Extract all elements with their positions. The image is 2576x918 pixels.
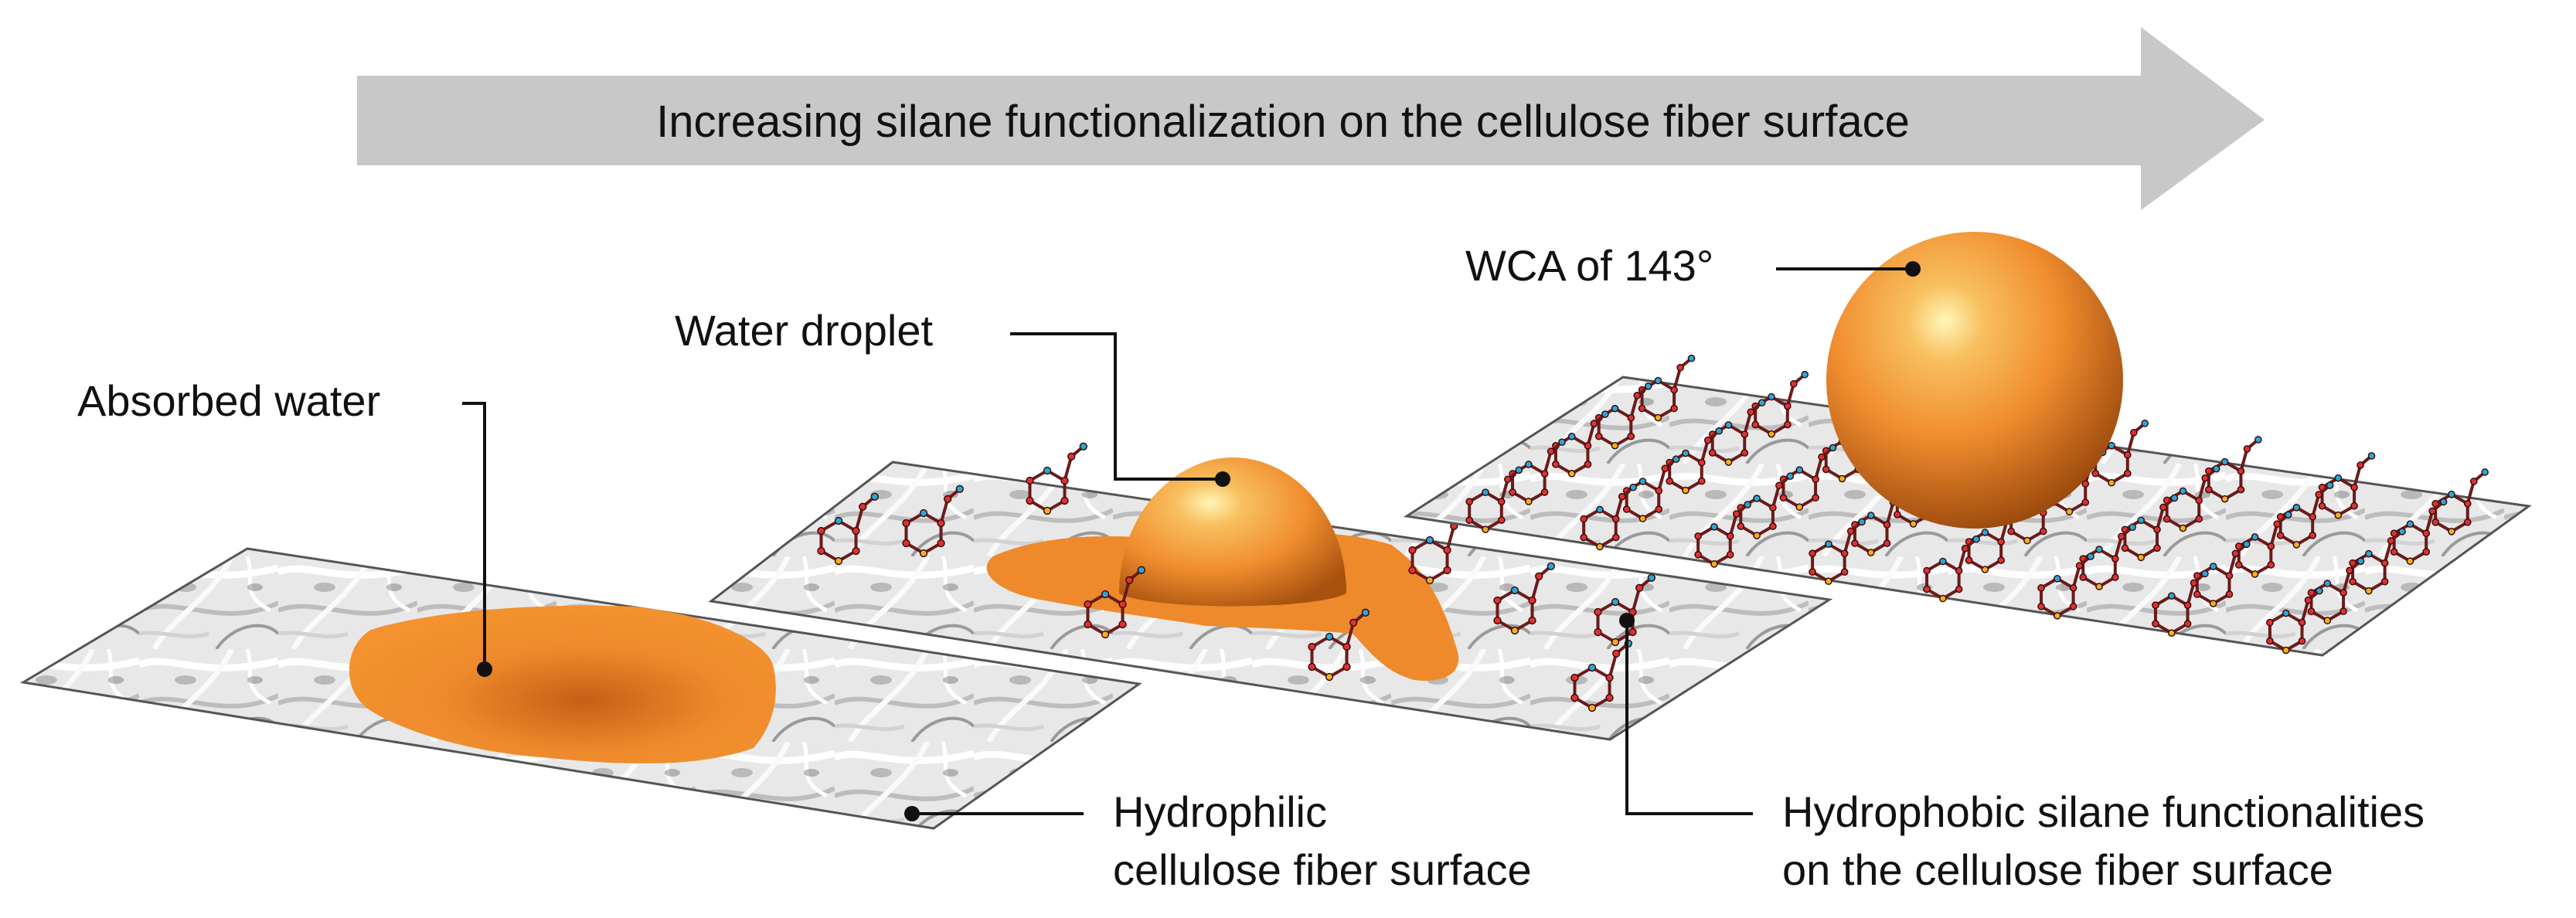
silane-molecule: [1622, 455, 1680, 522]
silane-molecule: [2276, 481, 2334, 549]
silane-molecule: [817, 492, 879, 566]
silane-molecule: [902, 484, 964, 558]
silane-molecule: [1084, 566, 1145, 639]
silane-molecule: [2266, 586, 2323, 654]
label-absorbed-water: Absorbed water: [77, 376, 380, 425]
silane-molecule: [2079, 523, 2137, 590]
silane-molecule: [2431, 468, 2489, 536]
silane-molecule: [2349, 528, 2406, 595]
label-hydrophilic-line2: cellulose fiber surface: [1113, 845, 1532, 894]
silane-molecule: [1737, 472, 1795, 539]
silane-molecule: [1308, 608, 1370, 682]
silane-molecule: [1465, 466, 1523, 533]
silane-molecule: [2163, 464, 2220, 532]
panel-partial: [708, 442, 1833, 741]
silane-molecule: [1751, 370, 1809, 438]
silane-molecule: [1809, 518, 1866, 586]
absorbed-water-puddle: [349, 605, 776, 764]
callout-hydrophobic: Hydrophobic silane functionalities on th…: [1619, 613, 2425, 894]
panel-full: [1403, 232, 2532, 657]
functionalization-arrow: Increasing silane functionalization on t…: [357, 27, 2265, 210]
callout-water-droplet: Water droplet: [675, 306, 1230, 487]
silane-molecule: [1493, 562, 1555, 635]
panel-hydrophilic: [19, 547, 1142, 830]
silane-molecule: [1594, 573, 1656, 647]
arrow-label: Increasing silane functionalization on t…: [656, 97, 1910, 147]
silane-molecule: [1570, 639, 1632, 712]
water-droplet: [1119, 457, 1346, 607]
silane-molecule: [1026, 442, 1087, 515]
label-wca: WCA of 143°: [1465, 241, 1713, 290]
silane-molecule: [2234, 511, 2292, 578]
silane-molecule: [2193, 540, 2251, 607]
label-hydrophilic-line1: Hydrophilic: [1113, 787, 1327, 836]
silane-molecule: [2390, 498, 2448, 566]
label-hydrophobic-line2: on the cellulose fiber surface: [1782, 845, 2333, 894]
callout-hydrophilic: Hydrophilic cellulose fiber surface: [904, 787, 1532, 894]
silane-molecule: [2037, 552, 2094, 620]
silane-molecule: [2152, 570, 2209, 638]
arrow-shape: [357, 27, 2265, 210]
silane-molecule: [1580, 483, 1637, 551]
silane-molecules: [817, 442, 1656, 712]
callout-absorbed-water: Absorbed water: [77, 376, 492, 677]
silane-molecule: [2307, 557, 2365, 624]
label-hydrophobic-line1: Hydrophobic silane functionalities: [1782, 787, 2425, 836]
silane-molecule: [1694, 501, 1751, 568]
label-water-droplet: Water droplet: [675, 306, 934, 355]
silane-molecule: [2205, 436, 2262, 503]
silane-molecule: [2121, 494, 2179, 562]
silane-molecule: [1923, 535, 1980, 603]
water-sphere: [1826, 232, 2123, 529]
callout-wca: WCA of 143°: [1465, 241, 1921, 290]
silane-molecule: [1779, 444, 1837, 512]
silane-molecule: [1666, 427, 1723, 495]
